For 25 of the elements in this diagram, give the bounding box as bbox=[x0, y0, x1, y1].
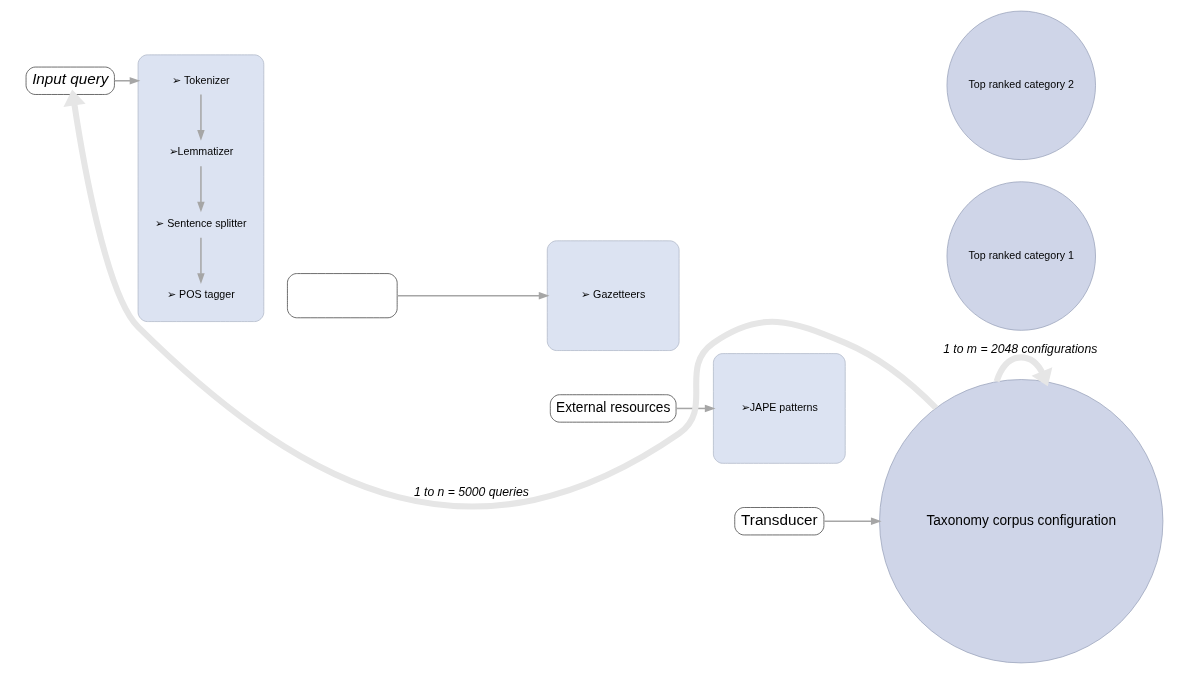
node-text: ➢ POS tagger bbox=[167, 288, 235, 301]
arrow bbox=[113, 77, 141, 85]
arrow bbox=[675, 404, 716, 413]
arrow bbox=[823, 517, 882, 525]
arrow bbox=[197, 93, 205, 141]
node-box: External resources bbox=[549, 394, 677, 423]
node-box: Input query bbox=[25, 66, 115, 95]
arrow bbox=[197, 165, 205, 213]
node-text: ➢ Tokenizer bbox=[172, 73, 230, 86]
edge-label: 1 to m = 2048 configurations bbox=[943, 341, 1098, 356]
node-box: ➢JAPE patterns bbox=[713, 353, 846, 464]
arrow bbox=[197, 237, 205, 284]
edge-label: 1 to n = 5000 queries bbox=[413, 484, 529, 499]
node-circle: Top ranked category 2 bbox=[946, 10, 1096, 160]
node-box: Transducer bbox=[734, 507, 825, 536]
node-circle: Taxonomy corpus configuration bbox=[879, 379, 1164, 664]
node-box: ➢ Gazetteers bbox=[546, 240, 680, 351]
arrow bbox=[396, 291, 550, 300]
node-box bbox=[287, 273, 398, 319]
arrow bbox=[993, 354, 1053, 387]
arrow bbox=[63, 89, 939, 510]
node-circle: Top ranked category 1 bbox=[946, 181, 1096, 331]
node-text: ➢ Sentence splitter bbox=[155, 216, 247, 229]
node-text: ➢Lemmatizer bbox=[168, 145, 234, 158]
cluster bbox=[137, 54, 265, 322]
